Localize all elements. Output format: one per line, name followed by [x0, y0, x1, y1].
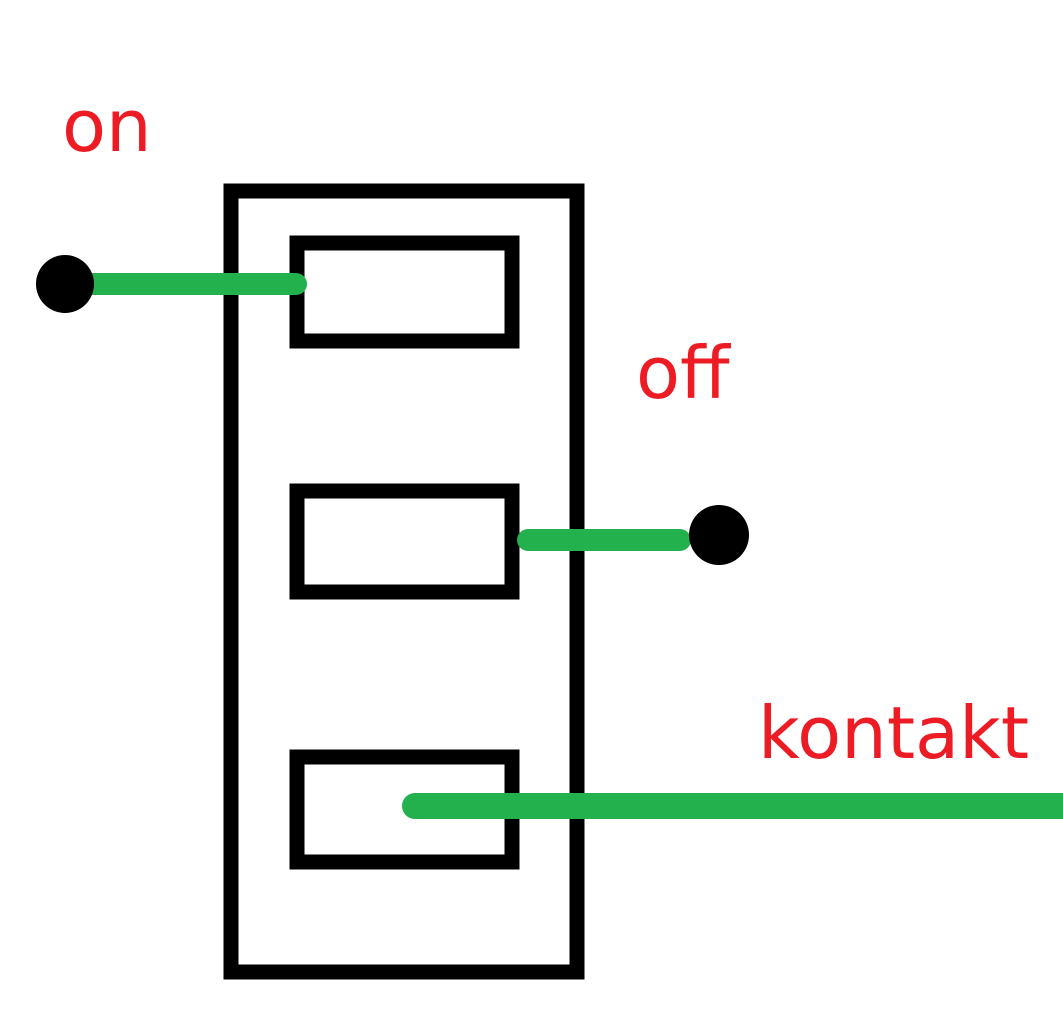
label-on: on	[62, 84, 152, 168]
terminal-dot-on	[36, 255, 94, 313]
contact-pad-on	[289, 235, 520, 349]
label-kontakt: kontakt	[758, 691, 1029, 775]
contact-pad-off	[289, 483, 520, 600]
switch-housing	[223, 183, 585, 980]
label-off: off	[636, 331, 731, 415]
terminal-dot-off	[689, 505, 749, 565]
